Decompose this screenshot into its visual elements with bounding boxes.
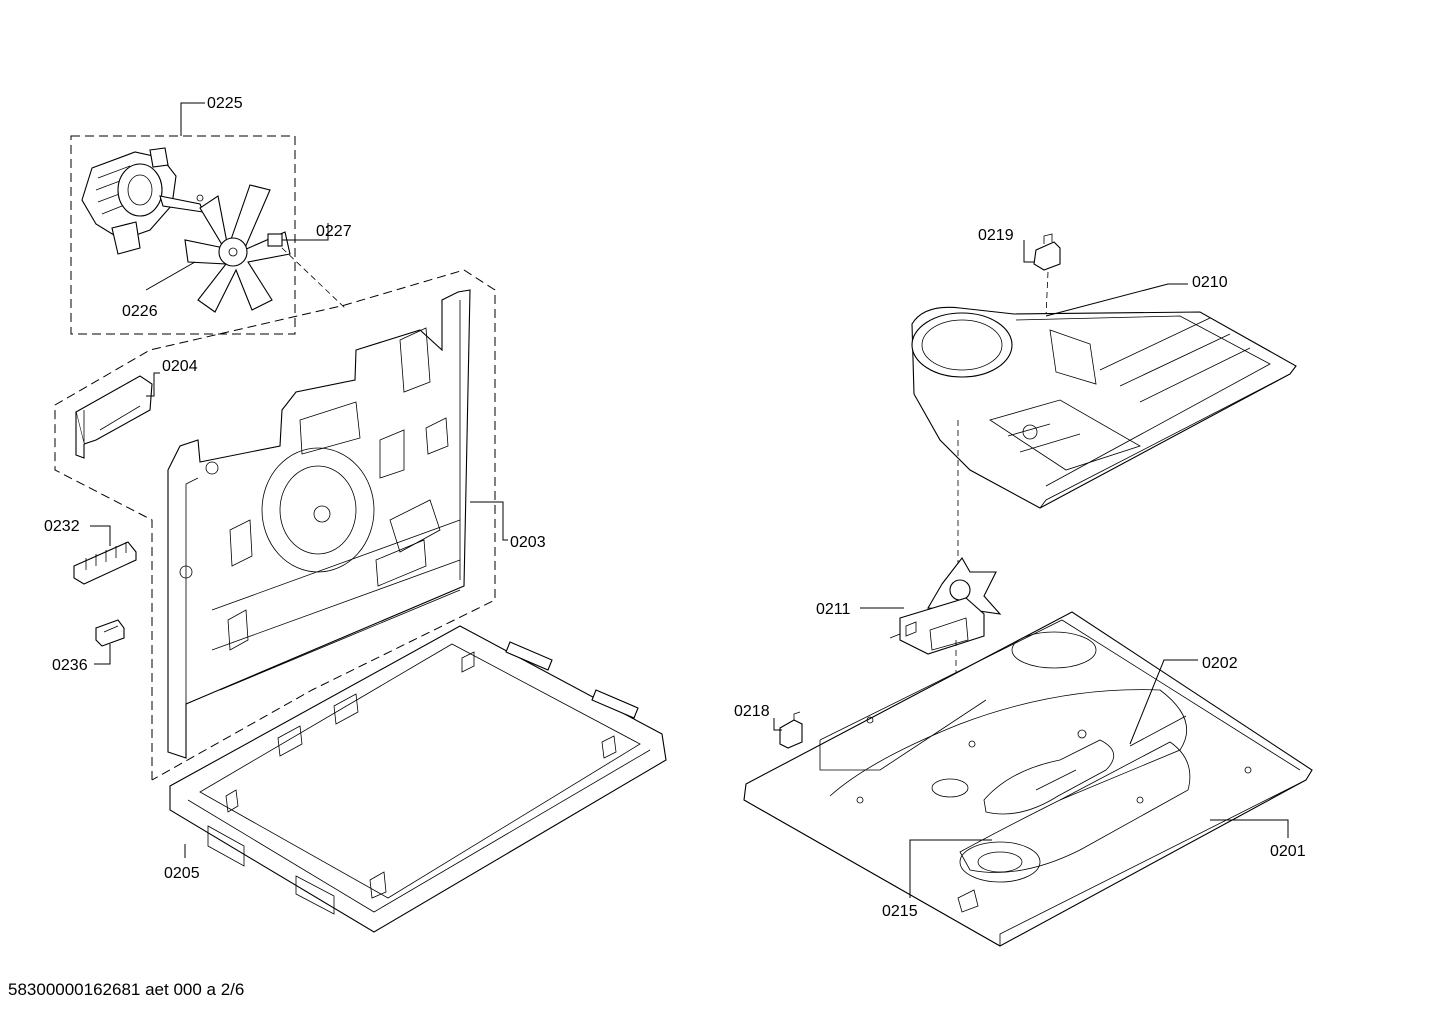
clip-part <box>779 711 803 749</box>
cooling-fan-part <box>889 557 1002 655</box>
label-0218: 0218 <box>734 703 770 720</box>
bottom-frame-part <box>169 625 667 933</box>
label-0201: 0201 <box>1270 843 1306 860</box>
back-panel-part <box>167 289 471 759</box>
fan-motor-group <box>70 135 296 335</box>
label-0205: 0205 <box>164 865 200 882</box>
label-0203: 0203 <box>510 534 546 551</box>
label-0236: 0236 <box>52 657 88 674</box>
label-0219: 0219 <box>978 227 1014 244</box>
connector-part <box>95 619 125 647</box>
fan-motor-part <box>81 147 204 255</box>
label-0211: 0211 <box>816 601 851 618</box>
cooling-duct-part <box>911 306 1297 509</box>
label-0225: 0225 <box>207 95 243 112</box>
fan-blade-part <box>184 184 291 313</box>
label-0215: 0215 <box>882 903 918 920</box>
nut-part <box>267 233 283 247</box>
label-0202: 0202 <box>1202 655 1238 672</box>
label-0226: 0226 <box>122 303 158 320</box>
document-reference: 58300000162681 aet 000 a 2/6 <box>8 980 245 999</box>
terminal-block-part <box>73 541 137 585</box>
label-0210: 0210 <box>1192 274 1228 291</box>
back-panel-group-outline <box>54 269 496 781</box>
base-plate-part <box>743 611 1313 947</box>
label-0227: 0227 <box>316 223 352 240</box>
label-0204: 0204 <box>162 358 198 375</box>
thermostat-part <box>1033 233 1061 271</box>
label-0232: 0232 <box>44 518 80 535</box>
cover-bracket-part <box>75 375 153 459</box>
